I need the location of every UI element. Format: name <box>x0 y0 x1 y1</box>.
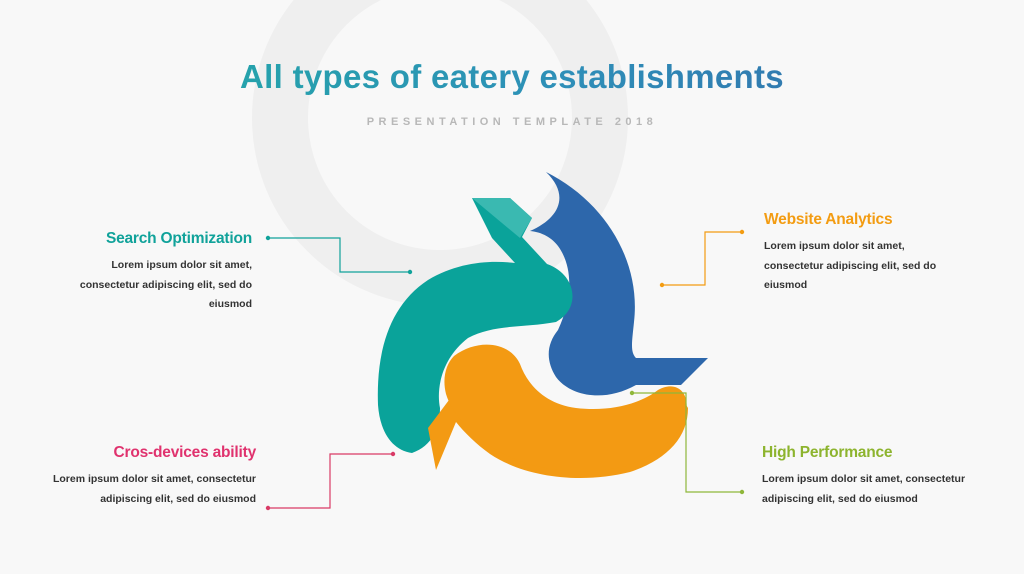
high-performance-text: Lorem ipsum dolor sit amet, consectetur … <box>762 470 972 509</box>
search-optimization-connector <box>266 236 412 274</box>
website-analytics-heading: Website Analytics <box>764 211 954 229</box>
cros-devices-heading: Cros-devices ability <box>50 444 256 462</box>
website-analytics-text: Lorem ipsum dolor sit amet, consectetur … <box>764 237 954 296</box>
search-optimization-heading: Search Optimization <box>60 230 252 248</box>
cros-devices-block: Cros-devices ability Lorem ipsum dolor s… <box>50 444 256 509</box>
website-analytics-block: Website Analytics Lorem ipsum dolor sit … <box>764 211 954 296</box>
high-performance-heading: High Performance <box>762 444 972 462</box>
website-analytics-connector <box>660 230 744 287</box>
cros-devices-connector <box>266 452 395 510</box>
search-optimization-text: Lorem ipsum dolor sit amet, consectetur … <box>60 256 252 315</box>
high-performance-block: High Performance Lorem ipsum dolor sit a… <box>762 444 972 509</box>
search-optimization-block: Search Optimization Lorem ipsum dolor si… <box>60 230 252 315</box>
cros-devices-text: Lorem ipsum dolor sit amet, consectetur … <box>50 470 256 509</box>
